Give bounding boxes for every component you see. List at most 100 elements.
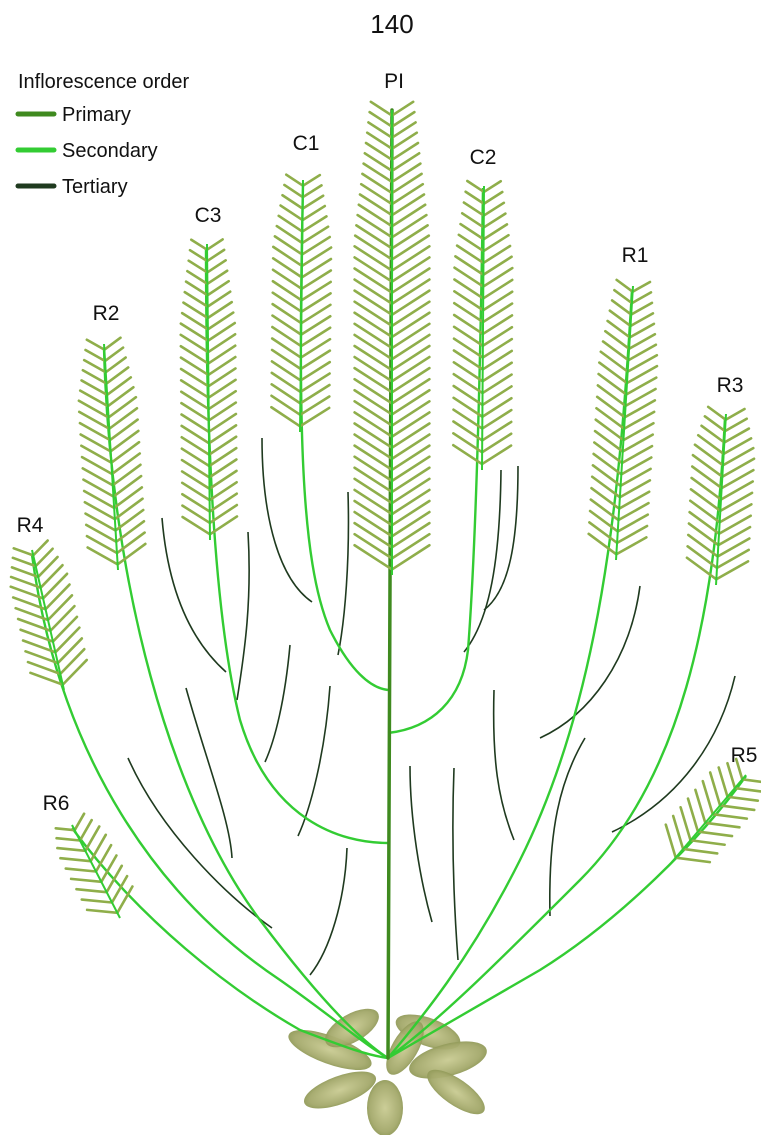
branch-label-r2: R2	[93, 302, 120, 325]
florets-r2-silique	[104, 338, 120, 350]
florets-r2-silique	[114, 487, 142, 507]
florets-c3-silique	[208, 281, 229, 295]
florets-r5-silique	[719, 767, 728, 796]
florets-r3-silique	[692, 467, 721, 489]
florets-pi-silique	[359, 205, 392, 226]
florets-r1-silique	[630, 324, 654, 338]
florets-c3-silique	[207, 271, 227, 284]
florets-pi-silique	[392, 236, 429, 260]
florets-r4-silique	[46, 585, 70, 610]
florets-r3-silique	[722, 459, 754, 477]
florets-pi-silique	[392, 501, 429, 525]
florets-c1-silique	[303, 185, 322, 197]
florets-r5-silique	[710, 772, 720, 805]
florets	[11, 102, 761, 918]
florets-r6-silique	[80, 820, 92, 840]
florets-r6-axis	[72, 825, 120, 918]
florets-c1-silique	[273, 270, 302, 289]
florets-pi-silique	[392, 313, 429, 337]
florets-r3-silique	[717, 550, 749, 568]
florets-pi-silique	[362, 174, 392, 193]
florets-pi-silique	[355, 501, 392, 525]
florets-c2-silique	[462, 213, 483, 227]
florets-r1-silique	[595, 431, 623, 451]
tertiary-branch	[494, 690, 514, 840]
florets-pi-silique	[392, 368, 429, 392]
florets-r5-silique	[705, 823, 739, 827]
florets-r3-silique	[692, 478, 721, 500]
florets-pi-silique	[355, 335, 392, 359]
florets-r1-silique	[589, 534, 617, 554]
florets-pi-silique	[355, 280, 392, 304]
florets-c3-silique	[191, 240, 207, 250]
florets-r5-silique	[691, 840, 725, 844]
florets-r2-silique	[115, 499, 143, 519]
florets-pi-silique	[355, 357, 392, 381]
florets-pi-silique	[392, 280, 429, 304]
florets-r6-silique	[76, 889, 106, 892]
florets-pi-silique	[392, 335, 429, 359]
florets-r3-silique	[718, 527, 750, 545]
florets-r6-silique	[87, 910, 117, 913]
florets-c3	[181, 239, 237, 540]
florets-r3-silique	[690, 512, 719, 534]
florets-pi-silique	[392, 357, 429, 381]
florets-pi-silique	[355, 412, 392, 436]
secondary-branch-r4	[32, 555, 388, 1058]
florets-r2-silique	[109, 397, 136, 417]
florets-r6-silique	[75, 814, 84, 830]
florets-c1-silique	[273, 247, 302, 266]
legend-label-secondary: Secondary	[62, 140, 158, 162]
florets-r5-silique	[695, 790, 705, 823]
branch-label-r4: R4	[17, 514, 44, 537]
florets-r3-silique	[718, 539, 750, 557]
florets-c3-silique	[187, 271, 207, 284]
florets-pi-silique	[355, 236, 392, 260]
branch-label-c3: C3	[195, 204, 222, 227]
florets-pi-silique	[392, 268, 429, 292]
florets-r6-silique	[66, 869, 96, 872]
tertiary-branch	[540, 586, 640, 738]
florets-r5-silique	[683, 849, 717, 853]
florets-r1-silique	[598, 385, 626, 405]
florets-r6-silique	[71, 879, 101, 882]
florets-r5-silique	[676, 858, 710, 862]
florets-r6-silique	[60, 858, 90, 861]
florets-pi-silique	[355, 490, 392, 514]
florets-r2-silique	[112, 453, 140, 473]
florets-c1-silique	[303, 196, 323, 209]
florets-pi-silique	[355, 302, 392, 326]
florets-r1-silique	[597, 397, 625, 417]
florets-r4-silique	[41, 565, 63, 588]
florets-c1-silique	[303, 175, 320, 186]
florets-pi-silique	[392, 225, 428, 248]
florets-r1-silique	[596, 420, 624, 440]
florets-c2-silique	[467, 181, 484, 192]
florets-r4	[11, 541, 87, 690]
florets-r3-silique	[726, 409, 745, 420]
florets-r1-silique	[632, 292, 651, 303]
florets-c1-silique	[272, 396, 301, 415]
florets-r2	[79, 338, 145, 570]
florets-r3-silique	[691, 489, 720, 511]
florets-pi-silique	[392, 545, 429, 569]
florets-pi-silique	[355, 324, 392, 348]
florets-c1-silique	[273, 293, 302, 312]
florets-r3-silique	[721, 482, 753, 500]
florets-pi-silique	[392, 174, 422, 193]
florets-r3-silique	[722, 470, 754, 488]
florets-c1-silique	[272, 327, 301, 346]
florets-r1-silique	[631, 303, 652, 315]
florets-c3-silique	[207, 250, 224, 261]
florets-pi-silique	[392, 468, 429, 492]
tertiary-branch	[453, 768, 458, 960]
florets-pi-silique	[355, 291, 392, 315]
florets-r1-silique	[601, 352, 628, 372]
florets-r1-silique	[596, 408, 624, 428]
florets-c2-silique	[484, 203, 504, 216]
secondary-branch-r3	[388, 418, 725, 1058]
rosette-leaf	[367, 1080, 403, 1135]
florets-pi-silique	[355, 246, 392, 270]
florets-r4-silique	[48, 595, 72, 620]
branch-labels: PI C1 C2 C3 R1 R2 R3 R4 R5 R6	[17, 70, 758, 815]
